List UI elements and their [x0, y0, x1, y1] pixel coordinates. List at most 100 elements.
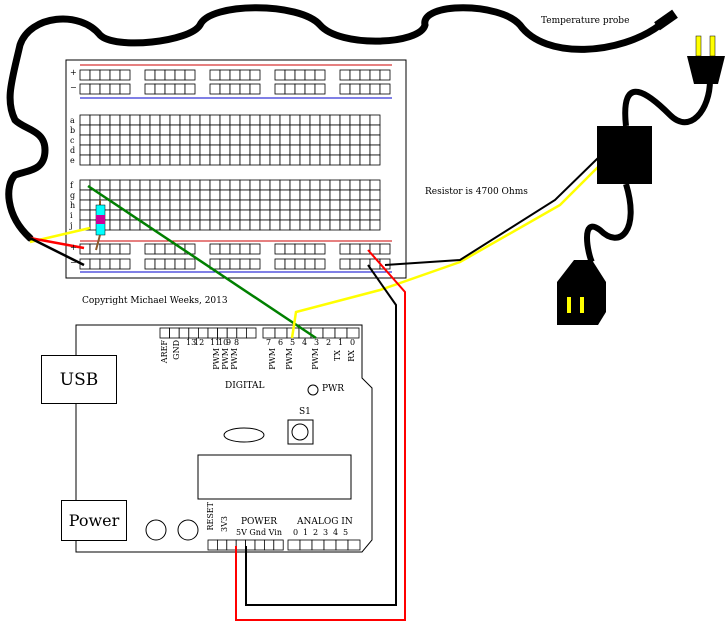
digital-header-pin	[169, 327, 180, 339]
breadboard-hole	[369, 179, 381, 191]
breadboard-hole	[299, 114, 311, 126]
capacitor-1	[145, 519, 167, 541]
digital-header-pin	[245, 327, 257, 339]
rail-hole	[164, 69, 176, 81]
reset-switch-button[interactable]	[291, 423, 309, 441]
rail-hole	[239, 243, 251, 255]
breadboard-hole	[279, 134, 291, 146]
analog-header-pin	[347, 539, 361, 551]
breadboard-hole	[119, 144, 131, 156]
rail-hole	[164, 243, 176, 255]
breadboard-hole	[99, 144, 111, 156]
power-adapter	[597, 126, 652, 184]
usb-port[interactable]: USB	[41, 355, 117, 404]
rail-hole	[174, 258, 186, 270]
breadboard-hole	[249, 114, 261, 126]
breadboard-hole	[189, 179, 201, 191]
digital-pin-number: 10	[218, 338, 229, 347]
power-header-pin	[216, 539, 228, 551]
breadboard-hole	[369, 189, 381, 201]
digital-pin-number: 9	[226, 338, 232, 347]
adapter-cord	[584, 79, 713, 264]
resistor-label: Resistor is 4700 Ohms	[425, 187, 528, 197]
rail-hole	[239, 258, 251, 270]
rail-hole	[239, 83, 251, 95]
rail-hole	[274, 69, 286, 81]
breadboard-hole	[119, 154, 131, 166]
power-header-pin	[254, 539, 265, 551]
breadboard-hole	[369, 209, 381, 221]
breadboard-hole	[89, 134, 101, 146]
rail-hole	[249, 243, 261, 255]
breadboard-hole	[109, 189, 121, 201]
breadboard-hole	[289, 199, 301, 211]
pwm-label-3: PWM	[311, 348, 320, 370]
breadboard-hole	[129, 189, 141, 201]
analog-header-pin	[323, 539, 337, 551]
power-header-pin	[226, 539, 237, 551]
breadboard-hole	[289, 154, 301, 166]
breadboard-hole	[199, 134, 211, 146]
breadboard-hole	[219, 179, 231, 191]
breadboard-hole	[179, 134, 191, 146]
digital-label: DIGITAL	[225, 381, 265, 391]
row-letter: c	[70, 136, 75, 145]
analog-pin-number: 1	[303, 528, 309, 537]
capacitor-2	[177, 519, 199, 541]
tx-label: TX	[333, 350, 342, 362]
power-header-pin	[273, 539, 284, 551]
breadboard-hole	[149, 189, 161, 201]
breadboard-hole	[189, 189, 201, 201]
rail-hole	[294, 69, 306, 81]
breadboard-hole	[369, 144, 381, 156]
breadboard-hole	[199, 199, 211, 211]
breadboard-hole	[369, 124, 381, 136]
row-letter: a	[70, 116, 75, 125]
breadboard-hole	[79, 134, 91, 146]
breadboard-hole	[369, 219, 381, 231]
breadboard-hole	[229, 114, 241, 126]
breadboard-hole	[279, 144, 291, 156]
breadboard-hole	[219, 144, 231, 156]
power-jack[interactable]: Power	[61, 500, 127, 541]
breadboard-hole	[159, 179, 171, 191]
breadboard-hole	[199, 219, 211, 231]
breadboard-hole	[299, 144, 311, 156]
breadboard-hole	[209, 134, 221, 146]
breadboard-hole	[169, 144, 181, 156]
wall-plug-prong-2	[709, 35, 716, 57]
breadboard-hole	[169, 134, 181, 146]
breadboard-hole	[369, 114, 381, 126]
breadboard-hole	[129, 144, 141, 156]
breadboard-hole	[139, 189, 151, 201]
usb-label: USB	[59, 369, 99, 390]
digital-header-pin	[346, 327, 360, 339]
breadboard-hole	[229, 189, 241, 201]
breadboard-hole	[199, 144, 211, 156]
breadboard-hole	[209, 209, 221, 221]
rail-hole	[359, 83, 371, 95]
rail-hole	[109, 258, 121, 270]
breadboard-hole	[109, 114, 121, 126]
breadboard-hole	[249, 219, 261, 231]
row-letter: f	[70, 181, 73, 190]
microcontroller-chip	[197, 454, 352, 500]
breadboard-hole	[149, 179, 161, 191]
breadboard-hole	[189, 144, 201, 156]
breadboard-hole	[199, 154, 211, 166]
breadboard-hole	[349, 124, 361, 136]
rail-hole	[109, 243, 121, 255]
breadboard-hole	[129, 124, 141, 136]
rail-hole	[209, 83, 221, 95]
rail-hole	[339, 243, 351, 255]
breadboard-hole	[79, 189, 91, 201]
breadboard-hole	[309, 154, 321, 166]
breadboard-hole	[139, 124, 151, 136]
rail-hole	[294, 258, 306, 270]
rail-hole	[359, 258, 371, 270]
breadboard-hole	[169, 219, 181, 231]
breadboard-hole	[119, 114, 131, 126]
rail-hole	[89, 258, 101, 270]
breadboard-hole	[339, 144, 351, 156]
breadboard-hole	[149, 144, 161, 156]
